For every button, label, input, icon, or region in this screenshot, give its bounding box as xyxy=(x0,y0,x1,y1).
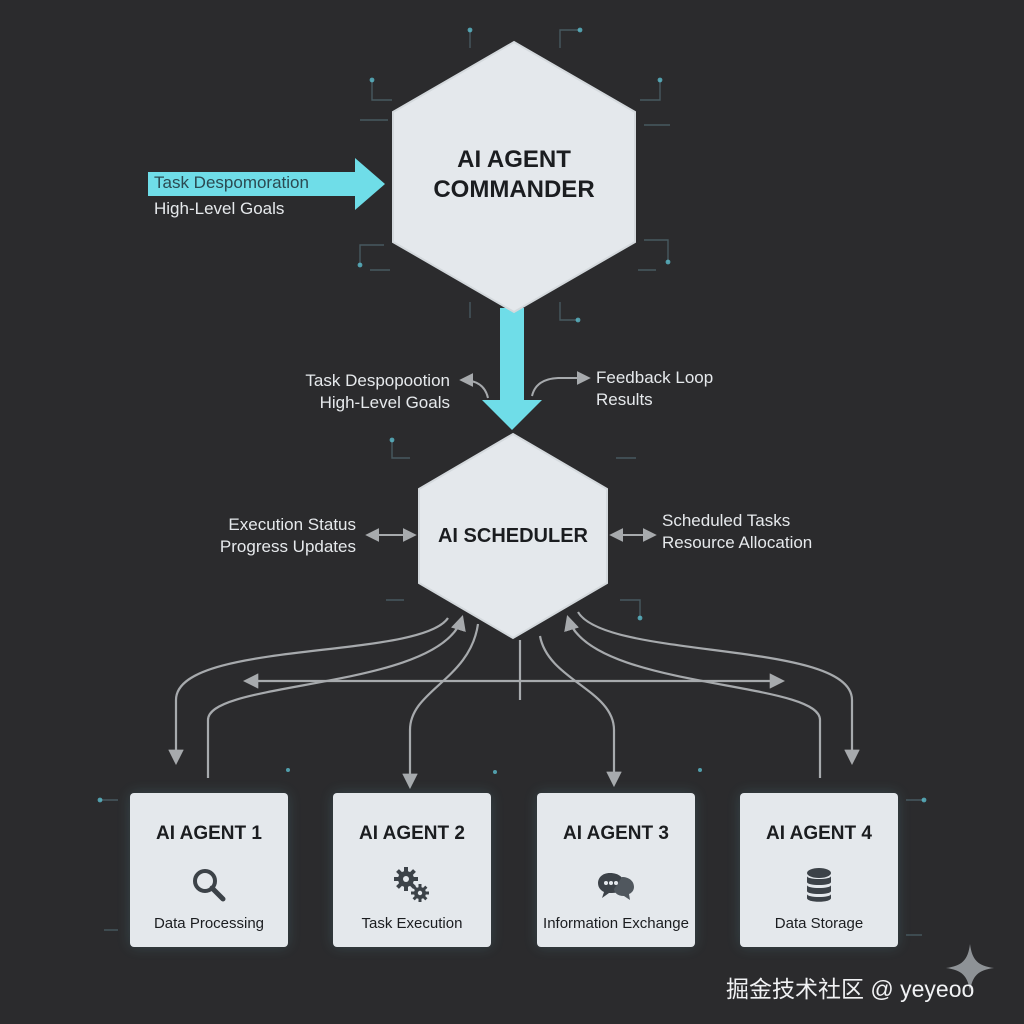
agent-card-2: AI AGENT 2 Task Execution xyxy=(333,793,491,947)
status-label-line1: Execution Status xyxy=(228,515,356,534)
commander-title-line1: AI AGENT xyxy=(457,146,571,173)
scheduler-title: AI SCHEDULER xyxy=(423,524,603,548)
gears-icon xyxy=(394,867,429,902)
downlink-label: Task Despopootion High-Level Goals xyxy=(270,370,450,414)
database-icon xyxy=(807,868,831,902)
tasks-label: Scheduled Tasks Resource Allocation xyxy=(662,510,812,554)
agent-description: Data Processing xyxy=(153,915,265,932)
chat-bubbles-icon xyxy=(598,873,634,900)
circuit-dots xyxy=(97,27,927,803)
input-label: Task Despomoration High-Level Goals xyxy=(154,172,309,220)
circuit-decoration xyxy=(100,29,924,936)
tasks-label-line1: Scheduled Tasks xyxy=(662,511,791,530)
downlink-label-line2: High-Level Goals xyxy=(319,393,450,412)
label-arrows xyxy=(365,371,657,542)
tasks-label-line2: Resource Allocation xyxy=(662,533,813,552)
agent-title: AI AGENT 3 xyxy=(563,823,669,844)
status-label-line2: Progress Updates xyxy=(219,537,356,556)
agent-description: Task Execution xyxy=(361,915,463,932)
scheduler-title-text: AI SCHEDULER xyxy=(437,525,588,547)
feedback-label-line2: Results xyxy=(596,390,653,409)
downlink-label-line1: Task Despopootion xyxy=(305,371,450,390)
commander-to-scheduler-arrow xyxy=(482,308,542,430)
agent-title: AI AGENT 2 xyxy=(359,823,465,844)
status-label: Execution Status Progress Updates xyxy=(190,514,356,558)
commander-title: AI AGENT COMMANDER xyxy=(414,145,614,205)
commander-title-line2: COMMANDER xyxy=(433,176,595,203)
sparkle-icon xyxy=(946,944,994,992)
agent-title: AI AGENT 1 xyxy=(156,823,262,844)
watermark-text: 掘金技术社区 @ yeyeoo xyxy=(726,976,975,1002)
commander-node xyxy=(392,40,636,314)
feedback-label-line1: Feedback Loop xyxy=(596,368,714,387)
scheduler-node xyxy=(418,432,608,640)
input-label-line1: Task Despomoration xyxy=(154,173,309,192)
agent-connectors xyxy=(168,611,860,790)
agent-description: Data Storage xyxy=(774,915,864,932)
agent-card-1: AI AGENT 1 Data Processing xyxy=(130,793,288,947)
agent-title: AI AGENT 4 xyxy=(766,823,872,844)
agent-card-4: AI AGENT 4 Data Storage xyxy=(740,793,898,947)
feedback-label: Feedback Loop Results xyxy=(596,367,713,411)
agent-description: Information Exchange xyxy=(543,915,689,932)
input-label-line2: High-Level Goals xyxy=(154,199,285,218)
input-arrow xyxy=(148,158,385,210)
agent-card-3: AI AGENT 3 Information Exchange xyxy=(537,793,695,947)
magnifier-icon xyxy=(193,869,226,902)
